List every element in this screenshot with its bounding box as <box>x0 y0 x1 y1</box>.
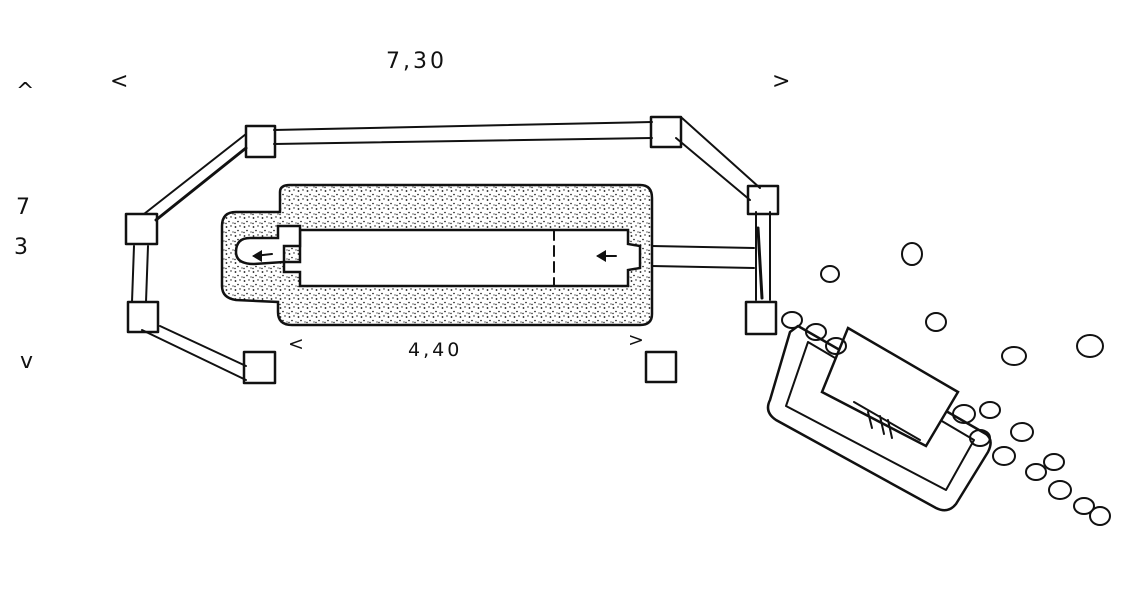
stone <box>1043 453 1065 471</box>
pillar-top-left <box>244 124 277 159</box>
stone <box>805 323 827 341</box>
stone <box>992 446 1016 466</box>
pillar-top-right <box>649 115 683 149</box>
stone <box>925 312 947 332</box>
stone <box>1025 463 1047 481</box>
pillar-right-upper <box>746 184 780 216</box>
stone <box>969 429 991 447</box>
stone <box>1010 422 1034 442</box>
stone <box>1001 346 1027 366</box>
pillar-bottom-right <box>644 350 678 384</box>
stone <box>952 404 976 424</box>
stone <box>781 311 803 329</box>
dimensions: < 7,30 > ^ 7 3 v < 4,40 > <box>14 49 793 374</box>
dim-tick-inner-right: > <box>628 329 647 351</box>
outer-wall <box>131 117 771 381</box>
outer-width-label: 7 <box>16 195 33 220</box>
stone <box>1073 497 1095 515</box>
stone <box>1089 506 1111 526</box>
stones <box>781 242 1111 526</box>
inner-length-label: 4,40 <box>408 339 462 361</box>
pillars <box>124 115 780 385</box>
stone <box>1076 334 1104 358</box>
pillar-left-lower <box>126 300 160 334</box>
stone <box>1048 480 1072 500</box>
stone <box>825 337 847 355</box>
dim-tick-down: v <box>20 349 36 374</box>
stone <box>979 401 1001 419</box>
outer-length-label: 7,30 <box>386 49 447 74</box>
inner-building <box>220 183 654 327</box>
dim-tick-right: > <box>772 69 793 94</box>
pillar-bottom-left <box>242 350 277 385</box>
pillar-left-upper <box>124 212 159 246</box>
stone <box>820 265 840 283</box>
pillar-right-lower <box>744 300 778 336</box>
outer-width-digit: 3 <box>14 235 31 260</box>
passage <box>651 226 764 300</box>
dim-tick-inner-left: < <box>288 333 307 355</box>
dim-tick-left: < <box>110 69 131 94</box>
annex <box>766 324 992 512</box>
stone <box>901 242 923 266</box>
dim-tick-up: ^ <box>16 79 37 104</box>
